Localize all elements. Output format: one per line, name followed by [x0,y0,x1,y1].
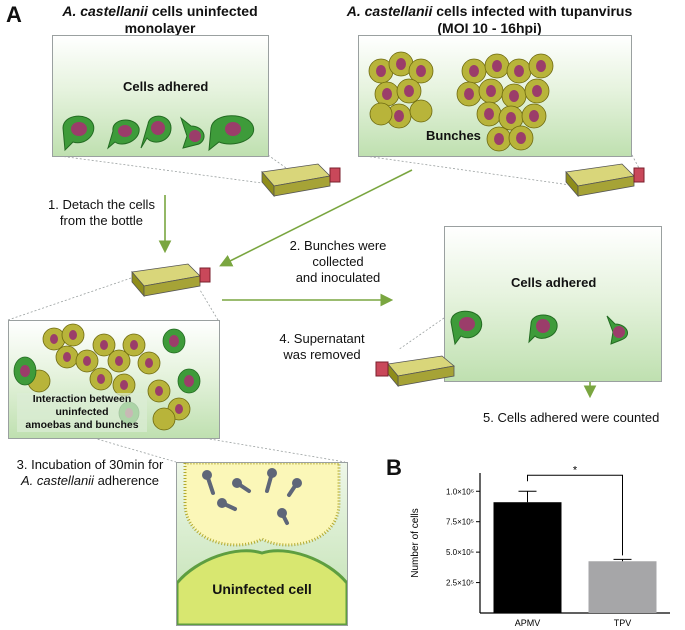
adhered-result-box: Cells adhered [444,226,662,382]
arrow-bunches [219,169,413,267]
cells-adhered-label-mid: Cells adhered [511,275,597,290]
title-uninfected: A. castellanii cells uninfected monolaye… [62,3,258,36]
panel-a-letter: A [6,2,22,27]
step5-text: 5. Cells adhered were counted [483,410,660,425]
interaction-box: Interaction between uninfected amoebas a… [8,320,220,439]
significance-bracket [527,474,623,556]
y-tick-label: 2.5×10⁵ [446,579,474,588]
bar-chart-b: 2.5×10⁵ 5.0×10⁵ 7.5×10⁵ 1.0×10⁶ Number of ce… [410,464,670,628]
y-axis-label: Number of cells [410,508,421,577]
cells-adhered-label-top: Cells adhered [123,79,209,94]
closeup-illustration [177,463,347,625]
uninfected-cell-closeup: Uninfected cell [176,462,348,626]
adhered-cells-illustration [62,115,255,152]
y-tick-label: 1.0×10⁶ [446,487,474,496]
bar-tpv [588,561,657,613]
bar-apmv [493,502,562,613]
x-tick-label: APMV [515,618,541,628]
flask-uninfected [261,163,341,198]
infected-bunches-box: Bunches [358,35,632,157]
uninfected-cell-label: Uninfected cell [212,581,312,597]
interaction-caption: Interaction between uninfected amoebas a… [17,393,147,432]
significance-label: * [573,464,578,476]
adhered-result-cells [450,310,629,346]
flask-infected [565,163,645,198]
bunches-illustration [368,51,554,152]
panel-b-letter: B [386,455,402,480]
flask-detached [131,263,211,298]
y-tick-label: 7.5×10⁵ [446,518,474,527]
uninfected-monolayer-box: Cells adhered [52,35,269,157]
title-infected: A. castellanii cells infected with tupan… [346,3,633,36]
y-tick-label: 5.0×10⁵ [446,548,474,557]
bunches-label: Bunches [426,128,481,143]
flask-supernatant [375,355,455,388]
x-tick-label: TPV [614,618,632,628]
